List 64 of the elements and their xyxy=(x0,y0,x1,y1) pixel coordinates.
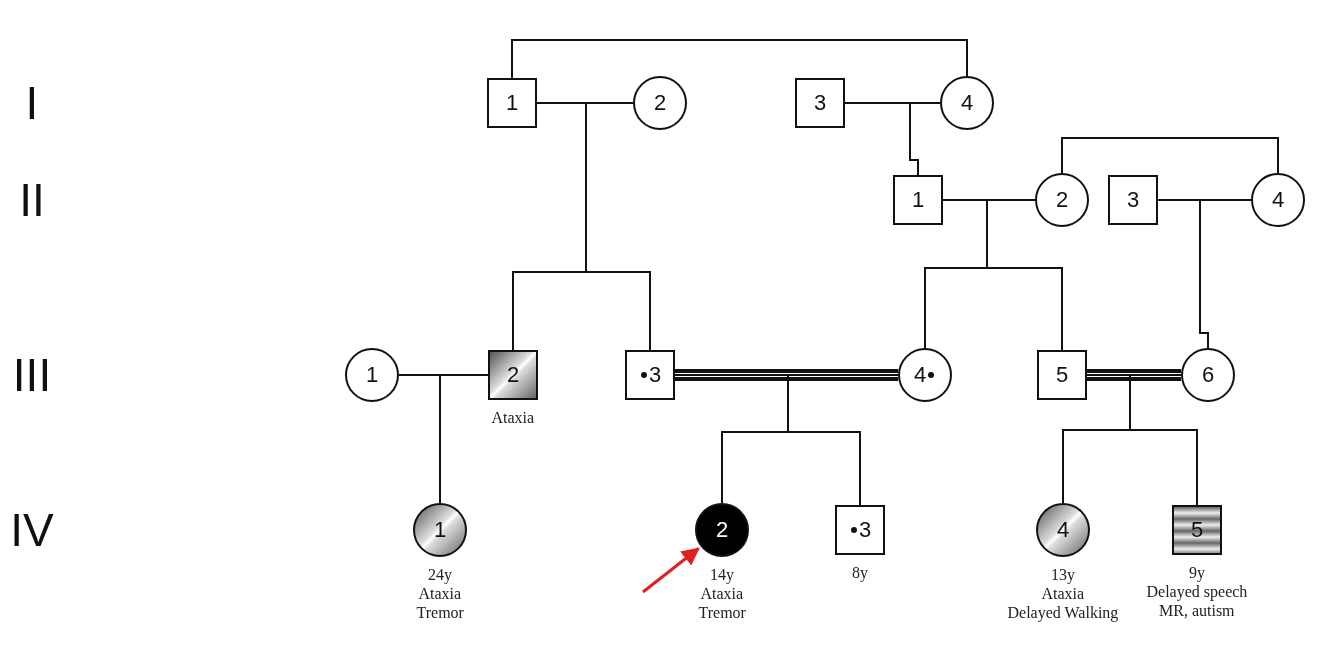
female-circle xyxy=(1251,173,1305,227)
male-square xyxy=(893,175,943,225)
proband-arrow xyxy=(642,547,700,594)
relation-line xyxy=(1061,137,1279,174)
male-square xyxy=(487,78,537,128)
person-number: 4 xyxy=(913,363,927,387)
age-label: 14y xyxy=(710,565,734,584)
phenotype-label: Tremor xyxy=(698,603,746,622)
female-circle xyxy=(1036,503,1090,557)
person-number: 3 xyxy=(648,363,662,387)
female-circle xyxy=(695,503,749,557)
age-label: 8y xyxy=(852,563,868,582)
descent-line xyxy=(439,374,489,504)
generation-label: IV xyxy=(9,505,55,555)
male-square xyxy=(1108,175,1158,225)
person-number: 5 xyxy=(1055,363,1069,387)
phenotype-label: MR, autism xyxy=(1159,601,1235,620)
person-number: 5 xyxy=(1190,518,1204,542)
descent-line xyxy=(585,102,651,351)
male-square xyxy=(795,78,845,128)
person-number: 2 xyxy=(506,363,520,387)
phenotype-label: Tremor xyxy=(416,603,464,622)
phenotype-label: Delayed Walking xyxy=(1007,603,1119,622)
age-label: 13y xyxy=(1051,565,1075,584)
person-number: 2 xyxy=(1055,188,1069,212)
descent-line xyxy=(1199,199,1252,349)
phenotype-label: Delayed speech xyxy=(1146,582,1248,601)
male-square xyxy=(1037,350,1087,400)
generation-label: III xyxy=(11,350,53,400)
phenotype-label: Ataxia xyxy=(700,584,744,603)
person-number: 1 xyxy=(911,188,925,212)
phenotype-label: Ataxia xyxy=(491,408,535,427)
phenotype-label: Ataxia xyxy=(1041,584,1085,603)
person-number: 1 xyxy=(433,518,447,542)
generation-label: II xyxy=(18,175,46,225)
person-number: 3 xyxy=(1126,188,1140,212)
person-number: 4 xyxy=(1056,518,1070,542)
female-circle xyxy=(940,76,994,130)
person-number: 1 xyxy=(365,363,379,387)
female-circle xyxy=(633,76,687,130)
female-circle xyxy=(1035,173,1089,227)
descent-line xyxy=(986,199,1063,351)
person-number: 4 xyxy=(1271,188,1285,212)
age-label: 24y xyxy=(428,565,452,584)
female-circle xyxy=(413,503,467,557)
relation-line xyxy=(511,39,968,79)
male-square xyxy=(835,505,885,555)
male-square xyxy=(1172,505,1222,555)
person-number: 3 xyxy=(858,518,872,542)
male-square xyxy=(625,350,675,400)
descent-line xyxy=(909,102,941,176)
female-circle xyxy=(1181,348,1235,402)
person-number: 4 xyxy=(960,91,974,115)
person-number: 2 xyxy=(653,91,667,115)
person-number: 6 xyxy=(1201,363,1215,387)
male-square xyxy=(488,350,538,400)
female-circle xyxy=(345,348,399,402)
female-circle xyxy=(898,348,952,402)
phenotype-label: Ataxia xyxy=(418,584,462,603)
age-label: 9y xyxy=(1189,563,1205,582)
person-number: 2 xyxy=(715,518,729,542)
generation-label: I xyxy=(24,78,40,128)
person-number: 3 xyxy=(813,91,827,115)
person-number: 1 xyxy=(505,91,519,115)
